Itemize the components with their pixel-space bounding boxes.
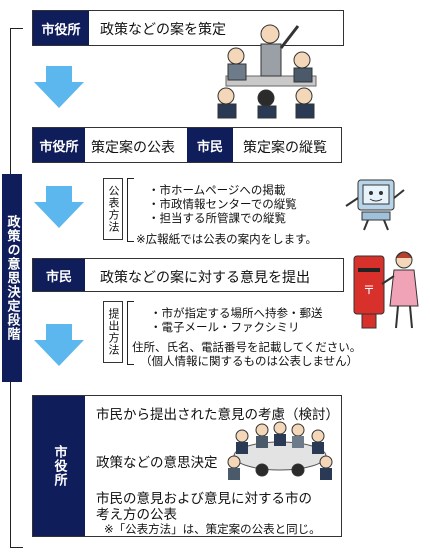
step2-actor: 市役所 [33,128,85,162]
publish-item-2: ・市政情報センターでの縦覧 [148,197,297,211]
submit-method-brace [127,301,134,365]
submit-note-1: 住所、氏名、電話番号を記載してください。 [132,340,362,354]
publish-item-3: ・担当する所管課での縦覧 [148,211,286,225]
step4-line3a: 市民の意見および意見に対する市の [96,491,312,507]
svg-text:〒: 〒 [363,283,375,297]
submit-item-1: ・市が指定する場所へ持参・郵送 [150,306,323,320]
flow-arrow-1 [34,66,84,108]
step4-line2: 政策などの意思決定 [96,455,218,471]
step4-line1: 市民から提出された意見の考慮（検討） [96,407,339,423]
mailbox-illustration: 〒 [353,251,419,329]
publish-method-brace [127,178,134,242]
council-meeting-illustration [227,421,333,480]
step4-actor: 市役所 [33,396,85,536]
step1-actor: 市役所 [33,11,89,45]
step4-line3b: 考え方の公表 [96,507,177,523]
step2-text: 策定案の公表 [91,140,175,156]
step4-note: ※「公表方法」は、策定案の公表と同じ。 [104,522,321,536]
sidebar-label: 政策の意思決定段階 [2,174,22,382]
computer-illustration [345,179,405,231]
submit-note-2: （個人情報に関するものは公表しません） [140,354,359,368]
step3-text: 政策などの案に対する意見を提出 [100,270,310,286]
submit-method-label: 提出方法 [103,301,123,363]
flow-arrow-3 [34,324,84,366]
flow-arrow-2 [34,186,84,228]
publish-method-label: 公表方法 [103,178,123,240]
submit-item-2: ・電子メール・ファクシミリ [150,320,300,334]
publish-item-1: ・市ホームページへの掲載 [148,183,286,197]
publish-note: ※広報紙では公表の案内をします。 [136,232,317,246]
step2-text2: 策定案の縦覧 [243,140,327,156]
meeting-illustration [217,24,317,119]
step1-text: 政策などの案を策定 [100,22,226,38]
step2-actor2: 市民 [187,128,233,162]
step3-actor: 市民 [33,259,85,291]
